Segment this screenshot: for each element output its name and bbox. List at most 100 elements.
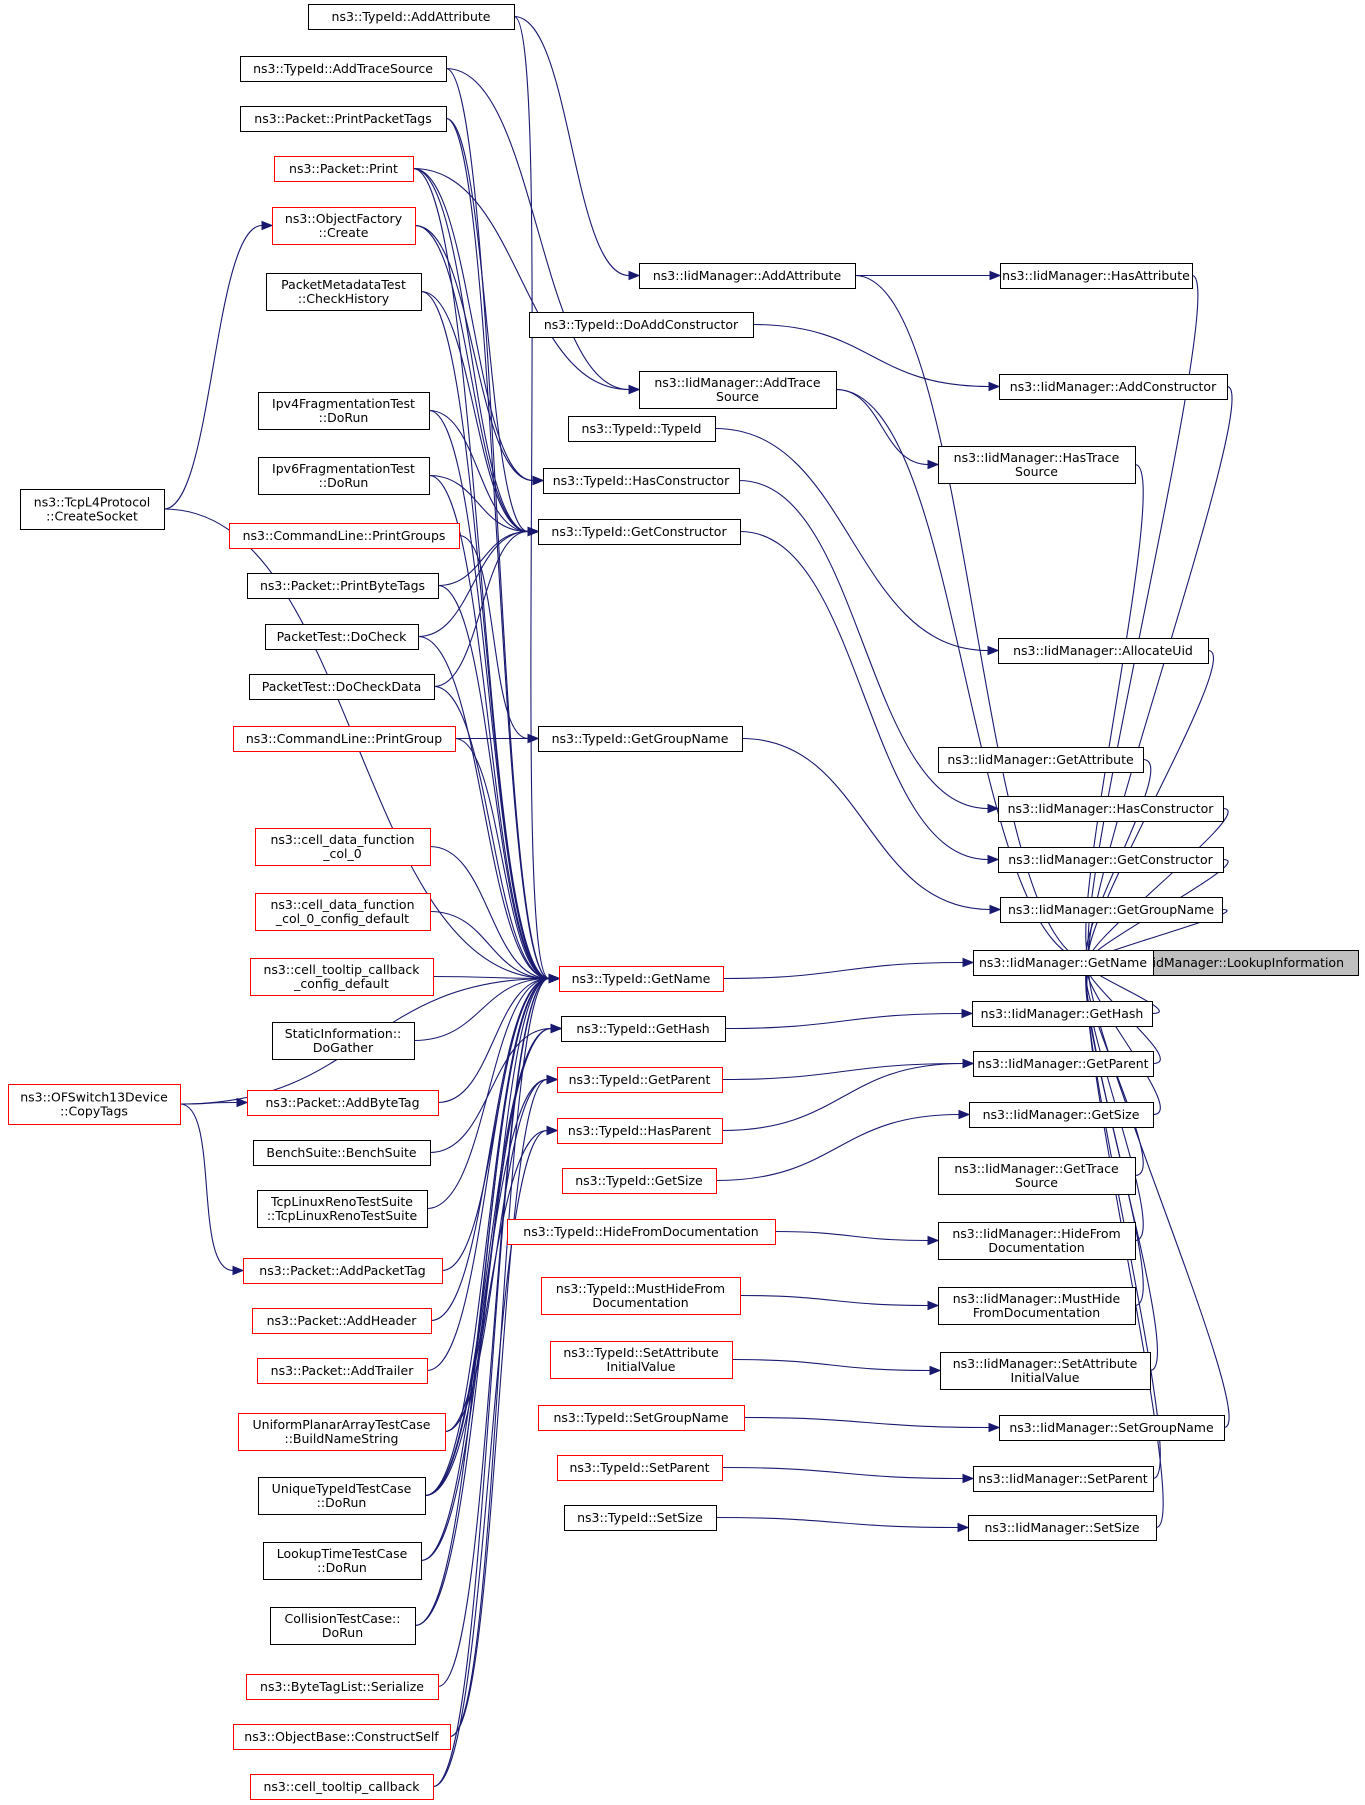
node-collision-dorun[interactable]: CollisionTestCase::DoRun [270, 1607, 416, 1645]
node-box [8, 1084, 181, 1125]
node-pt-docheck[interactable]: PacketTest::DoCheck [265, 624, 419, 650]
node-ipv6frag[interactable]: Ipv6FragmentationTest::DoRun [258, 457, 430, 495]
node-p-addtrailer[interactable]: ns3::Packet::AddTrailer [257, 1358, 428, 1384]
node-box [557, 1455, 723, 1481]
node-t-doaddctor[interactable]: ns3::TypeId::DoAddConstructor [529, 312, 754, 338]
node-t-setparent[interactable]: ns3::TypeId::SetParent [557, 1455, 723, 1481]
node-cell-col0-cfg[interactable]: ns3::cell_data_function_col_0_config_def… [255, 893, 431, 931]
node-cl-printgroups[interactable]: ns3::CommandLine::PrintGroups [229, 523, 460, 549]
node-p-printbytetags[interactable]: ns3::Packet::PrintByteTags [247, 573, 439, 599]
node-ipv4frag[interactable]: Ipv4FragmentationTest::DoRun [258, 392, 430, 430]
node-label: ns3::Packet::AddTrailer [271, 1363, 415, 1378]
node-cell-tt-cfg[interactable]: ns3::cell_tooltip_callback_config_defaul… [250, 958, 434, 996]
node-ob-construct[interactable]: ns3::ObjectBase::ConstructSelf [233, 1724, 451, 1750]
node-cell-col0[interactable]: ns3::cell_data_function_col_0 [255, 828, 431, 866]
node-t-gethash[interactable]: ns3::TypeId::GetHash [561, 1016, 726, 1042]
arrowhead [987, 803, 1000, 814]
node-unique-dorun[interactable]: UniqueTypeIdTestCase::DoRun [258, 1477, 426, 1515]
node-im-musthide[interactable]: ns3::IidManager::MustHideFromDocumentati… [938, 1287, 1136, 1325]
node-im-setparent[interactable]: ns3::IidManager::SetParent [973, 1466, 1154, 1492]
node-im-getgroup[interactable]: ns3::IidManager::GetGroupName [1000, 897, 1223, 923]
node-label: Documentation [592, 1295, 688, 1310]
node-p-addpackettag[interactable]: ns3::Packet::AddPacketTag [243, 1258, 443, 1284]
node-t-hidefrom[interactable]: ns3::TypeId::HideFromDocumentation [507, 1219, 776, 1245]
node-im-getparent[interactable]: ns3::IidManager::GetParent [973, 1051, 1154, 1077]
node-im-setgroup[interactable]: ns3::IidManager::SetGroupName [999, 1415, 1225, 1441]
node-btl-serialize[interactable]: ns3::ByteTagList::Serialize [246, 1674, 439, 1700]
node-t-getctor[interactable]: ns3::TypeId::GetConstructor [538, 519, 741, 545]
node-cl-printgroup[interactable]: ns3::CommandLine::PrintGroup [233, 726, 456, 752]
node-t-typeid[interactable]: ns3::TypeId::TypeId [568, 416, 716, 442]
node-pmt-check[interactable]: PacketMetadataTest::CheckHistory [266, 273, 422, 311]
node-t-getsize[interactable]: ns3::TypeId::GetSize [562, 1168, 717, 1194]
node-label: ns3::ObjectBase::ConstructSelf [244, 1729, 439, 1744]
node-label: FromDocumentation [973, 1305, 1100, 1320]
node-im-setattr[interactable]: ns3::IidManager::SetAttributeInitialValu… [940, 1352, 1151, 1390]
node-label: Source [1015, 464, 1058, 479]
call-edge [721, 1058, 975, 1132]
node-p-printtags[interactable]: ns3::Packet::PrintPacketTags [240, 106, 447, 132]
node-static-gather[interactable]: StaticInformation::DoGather [272, 1022, 415, 1060]
edge-line [428, 409, 550, 980]
node-of-copytags[interactable]: ns3::OFSwitch13Device::CopyTags [8, 1084, 181, 1125]
node-im-hasctor[interactable]: ns3::IidManager::HasConstructor [998, 796, 1224, 822]
node-box [253, 1140, 431, 1166]
node-of-create[interactable]: ns3::ObjectFactory::Create [272, 207, 416, 245]
node-im-addtrace[interactable]: ns3::IidManager::AddTraceSource [639, 371, 837, 409]
node-label: ns3::TypeId::GetGroupName [552, 731, 729, 746]
node-p-print[interactable]: ns3::Packet::Print [274, 156, 414, 182]
node-t-addtrace[interactable]: ns3::TypeId::AddTraceSource [240, 56, 447, 82]
node-label: ns3::IidManager::GetGroupName [1008, 902, 1214, 917]
node-box [559, 966, 724, 992]
node-t-addattr[interactable]: ns3::TypeId::AddAttribute [308, 4, 515, 30]
node-tcp-create[interactable]: ns3::TcpL4Protocol::CreateSocket [20, 489, 165, 530]
node-im-getattr[interactable]: ns3::IidManager::GetAttribute [938, 747, 1144, 773]
node-im-getctor[interactable]: ns3::IidManager::GetConstructor [998, 847, 1224, 873]
node-lookup-dorun[interactable]: LookupTimeTestCase::DoRun [263, 1542, 422, 1580]
node-t-getgroup[interactable]: ns3::TypeId::GetGroupName [538, 726, 743, 752]
node-t-setsize[interactable]: ns3::TypeId::SetSize [564, 1505, 717, 1531]
node-t-setgroup[interactable]: ns3::TypeId::SetGroupName [538, 1405, 745, 1431]
node-t-hasctor[interactable]: ns3::TypeId::HasConstructor [543, 468, 740, 494]
call-edge [513, 15, 641, 281]
arrowhead [988, 381, 1001, 392]
node-t-getname[interactable]: ns3::TypeId::GetName [559, 966, 724, 992]
node-t-getparent[interactable]: ns3::TypeId::GetParent [557, 1067, 723, 1093]
node-label: ns3::Packet::PrintByteTags [260, 578, 425, 593]
node-box [999, 1415, 1225, 1441]
node-upa-build[interactable]: UniformPlanarArrayTestCase::BuildNameStr… [238, 1413, 446, 1451]
node-im-getsize[interactable]: ns3::IidManager::GetSize [969, 1102, 1154, 1128]
node-im-setsize[interactable]: ns3::IidManager::SetSize [968, 1515, 1157, 1541]
node-label: UniformPlanarArrayTestCase [253, 1417, 431, 1432]
node-box [308, 4, 515, 30]
node-im-hidefrom[interactable]: ns3::IidManager::HideFromDocumentation [938, 1222, 1136, 1260]
edge-line [424, 1027, 552, 1497]
edge-line [714, 427, 989, 652]
node-im-getname[interactable]: ns3::IidManager::GetName [973, 950, 1154, 976]
edge-line [437, 584, 550, 980]
node-p-addbytetag[interactable]: ns3::Packet::AddByteTag [247, 1090, 439, 1116]
node-box [973, 1051, 1154, 1077]
node-im-gethash[interactable]: ns3::IidManager::GetHash [972, 1001, 1153, 1027]
node-im-addattr[interactable]: ns3::IidManager::AddAttribute [639, 263, 856, 289]
node-cell-tt[interactable]: ns3::cell_tooltip_callback [250, 1774, 434, 1800]
node-p-addheader[interactable]: ns3::Packet::AddHeader [252, 1308, 432, 1334]
node-im-alloc[interactable]: ns3::IidManager::AllocateUid [998, 638, 1209, 664]
node-label: ns3::IidManager::GetTrace [954, 1161, 1119, 1176]
node-bench[interactable]: BenchSuite::BenchSuite [253, 1140, 431, 1166]
node-pt-docheckdata[interactable]: PacketTest::DoCheckData [249, 674, 435, 700]
call-edge [420, 290, 540, 537]
edge-line [513, 15, 550, 980]
node-box [562, 1168, 717, 1194]
node-label: ns3::IidManager::GetConstructor [1008, 852, 1213, 867]
node-tcpreno[interactable]: TcpLinuxRenoTestSuite::TcpLinuxRenoTestS… [257, 1190, 428, 1228]
node-im-hasattr[interactable]: ns3::IidManager::HasAttribute [1000, 263, 1193, 289]
call-edge [774, 1230, 940, 1246]
node-t-hasparent[interactable]: ns3::TypeId::HasParent [557, 1118, 723, 1144]
call-edge [722, 957, 975, 980]
node-im-addctor[interactable]: ns3::IidManager::AddConstructor [999, 374, 1228, 400]
